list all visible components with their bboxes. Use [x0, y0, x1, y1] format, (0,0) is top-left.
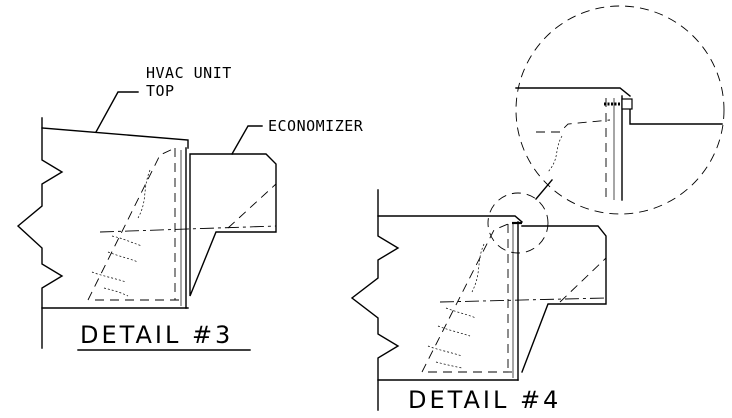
detail-3-filter-hatch — [103, 287, 129, 297]
detail-3-hidden-line — [99, 225, 277, 233]
hvac-unit-label-line2: TOP — [146, 82, 175, 100]
detail-3-filter-hatch — [91, 271, 127, 283]
detail-4-hidden-line — [421, 223, 509, 373]
detail-4-title: DETAIL #4 — [408, 386, 561, 414]
detail-4-hidden-line — [559, 257, 607, 303]
economizer-label: ECONOMIZER — [268, 117, 364, 135]
detail-3-drawing — [16, 117, 277, 349]
magnified-economizer-top — [629, 103, 723, 125]
magnified-screw-head — [621, 98, 633, 110]
detail-3-hidden-line — [227, 183, 277, 229]
detail-4-drawing — [350, 189, 607, 411]
detail-4-unit-top — [377, 215, 523, 223]
hvac-unit-leader — [95, 91, 139, 133]
detail-4-callout-leader — [535, 179, 553, 200]
detail-3-title: DETAIL #3 — [80, 321, 233, 349]
detail-3-hidden-line — [87, 147, 176, 301]
magnified-hidden-line — [536, 119, 611, 133]
detail-3-filter-hatch — [137, 169, 151, 219]
detail-4-filter-hatch — [435, 361, 463, 369]
magnified-unit-top — [515, 87, 631, 97]
detail-4-filter-hatch — [445, 307, 477, 319]
detail-3-economizer-hood — [189, 153, 277, 297]
detail-4-filter-hatch — [471, 243, 485, 293]
detail-3-filter-hatch — [111, 235, 143, 247]
detail-3-unit-top — [41, 127, 189, 149]
magnified-callout-circle — [515, 5, 725, 215]
magnified-filter-hatch — [547, 135, 563, 173]
hvac-unit-label-line1: HVAC UNIT — [146, 64, 232, 82]
detail-3-wall-break — [16, 117, 64, 349]
detail-4-hidden-line — [439, 297, 607, 303]
detail-4-filter-hatch — [427, 345, 463, 357]
detail-4-filter-hatch — [437, 325, 471, 337]
economizer-leader — [231, 125, 263, 155]
detail-3-filter-hatch — [107, 251, 139, 263]
detail-4-wall-break — [350, 189, 400, 411]
magnified-callout — [515, 5, 725, 215]
detail-4-callout-circle — [487, 192, 549, 254]
detail-4-economizer-hood — [521, 225, 607, 373]
